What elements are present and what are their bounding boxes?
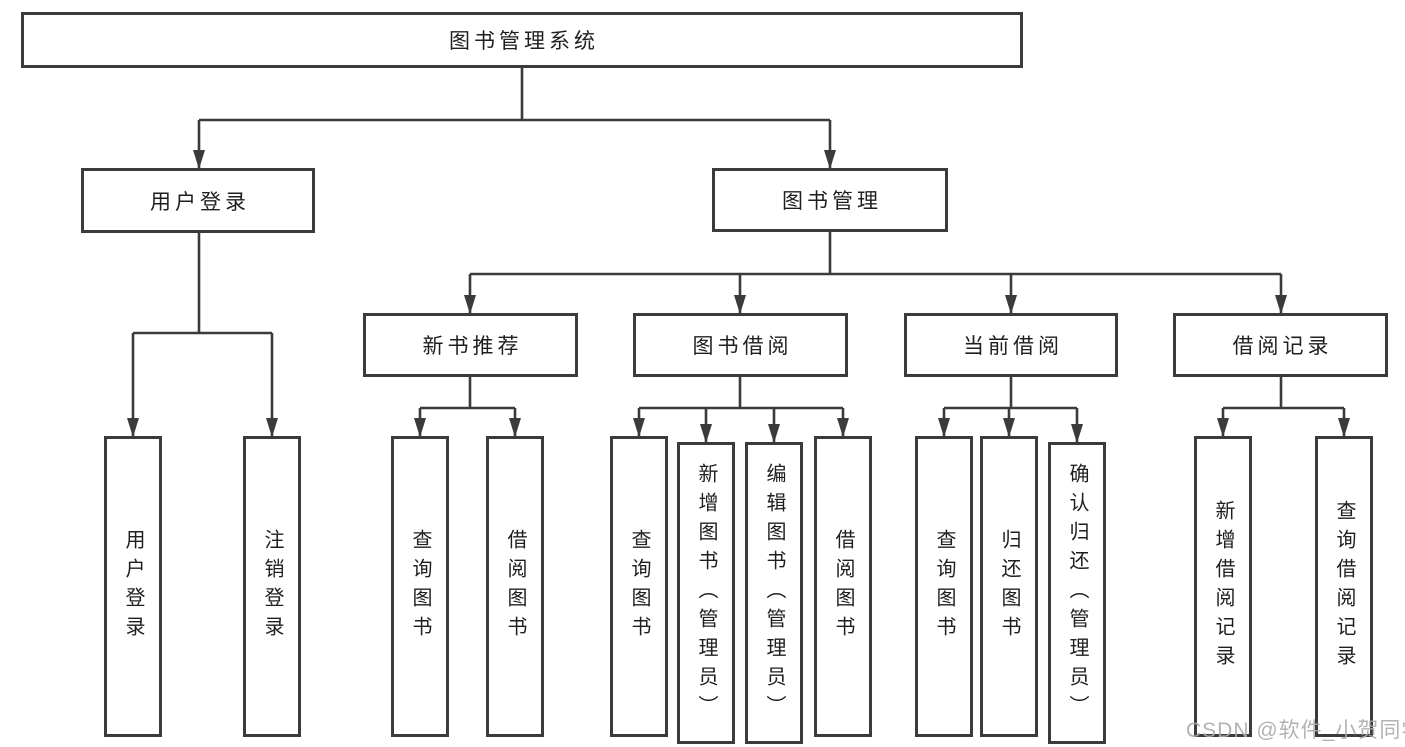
leaf-add-borrow-record: 新增借阅记录: [1194, 436, 1252, 737]
leaf-edit-books-admin: 编辑图书（管理员）: [745, 442, 803, 744]
leaf-return-books: 归还图书: [980, 436, 1038, 737]
leaf-query-books: 查询图书: [610, 436, 668, 737]
node-library-management-system: 图书管理系统: [21, 12, 1023, 68]
leaf-logout: 注销登录: [243, 436, 301, 737]
leaf-borrow-books: 借阅图书: [814, 436, 872, 737]
csdn-watermark: CSDN @软件_小贺同学: [1186, 719, 1405, 742]
node-new-book-recommendation: 新书推荐: [363, 313, 578, 377]
node-borrowing-records: 借阅记录: [1173, 313, 1388, 377]
leaf-query-books: 查询图书: [391, 436, 449, 737]
node-current-borrowing: 当前借阅: [904, 313, 1118, 377]
node-book-borrowing: 图书借阅: [633, 313, 848, 377]
node-book-management: 图书管理: [712, 168, 948, 232]
leaf-user-login: 用户登录: [104, 436, 162, 737]
node-user-login: 用户登录: [81, 168, 315, 233]
leaf-borrow-books: 借阅图书: [486, 436, 544, 737]
leaf-query-borrow-record: 查询借阅记录: [1315, 436, 1373, 737]
leaf-add-books-admin: 新增图书（管理员）: [677, 442, 735, 744]
leaf-query-books: 查询图书: [915, 436, 973, 737]
leaf-confirm-return-admin: 确认归还（管理员）: [1048, 442, 1106, 744]
